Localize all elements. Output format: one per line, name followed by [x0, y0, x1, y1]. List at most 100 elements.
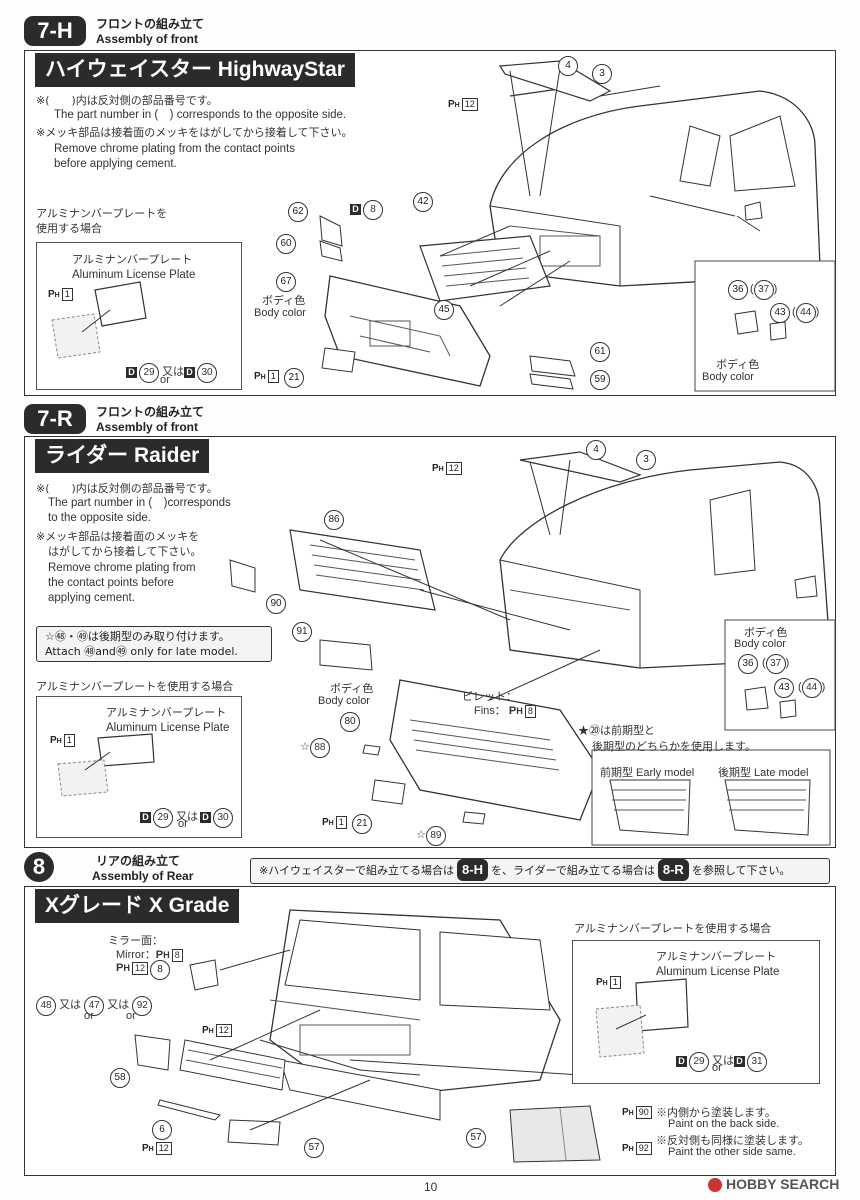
body-color-en-7h: Body color — [254, 307, 306, 319]
other-note-jp: ※反対側も同様に塗装します。 — [656, 1135, 809, 1147]
r-note-chrome-en-b: the contact points before — [48, 577, 174, 589]
part-57-window: 57 — [466, 1128, 486, 1148]
part-36-7r: 36 — [738, 654, 758, 674]
part-86-7r: 86 — [324, 510, 344, 530]
r-note-chrome-jp-b: はがしてから接着して下さい。 — [48, 545, 202, 558]
license-heading-jp2: 使用する場合 — [36, 222, 102, 235]
parts-48-47-92: 48 又は 47 又は 92 — [36, 996, 153, 1016]
step-badge-7r: 7-R — [24, 404, 86, 434]
r-mirror-color-en: Body color — [734, 638, 786, 650]
mirror-jp: ミラー面： — [108, 935, 163, 947]
mirror-body-color-en-7h: Body color — [702, 371, 754, 383]
notice-text-b: を、ライダーで組み立てる場合は — [490, 864, 655, 877]
or-en-2-rear: or — [126, 1010, 136, 1022]
plate-label-jp-7r: アルミナンバープレート — [106, 706, 227, 719]
early-late-note-b: 後期型のどちらかを使用します。 — [592, 741, 756, 753]
other-note-en: Paint the other side same. — [668, 1146, 796, 1158]
model-label-xgrade: Xグレード X Grade — [35, 889, 240, 923]
part-57-rear: 57 — [304, 1138, 324, 1158]
note-chrome-en-b: before applying cement. — [54, 158, 177, 170]
late-model-label: 後期型 Late model — [718, 767, 809, 779]
part-61-7h: 61 — [590, 342, 610, 362]
part-90-7r: 90 — [266, 594, 286, 614]
r-note-opposite-en-b: to the opposite side. — [48, 512, 151, 524]
part-59-7h: 59 — [590, 370, 610, 390]
body-color-jp-7h: ボディ色 — [262, 295, 306, 307]
part-60-7h: 60 — [276, 234, 296, 254]
part-91-7r: 91 — [292, 622, 312, 642]
step-title-en-7h: Assembly of front — [96, 32, 199, 46]
note-chrome-en-a: Remove chrome plating from the contact p… — [54, 143, 295, 155]
early-late-note-a: ★⑳は前期型と — [578, 725, 655, 737]
part-3-7r: 3 — [636, 450, 656, 470]
step-title-en-7r: Assembly of front — [96, 420, 199, 434]
step-title-jp-7r: フロントの組み立て — [96, 405, 205, 419]
mirror-body-color-jp-7h: ボディ色 — [716, 359, 760, 371]
plate-or-en-7h: or — [160, 374, 170, 386]
plate-or-en-7r: or — [178, 818, 188, 830]
page-number: 10 — [424, 1180, 438, 1194]
part-43-7r: 43 — [774, 678, 794, 698]
part-6-rear: 6 — [152, 1120, 172, 1140]
paint-note-en: Paint on the back side. — [668, 1118, 780, 1130]
part-42-7h: 42 — [413, 192, 433, 212]
part-89-7r: ☆89 — [416, 826, 446, 846]
plate-label-en-7h: Aluminum License Plate — [72, 269, 196, 281]
paint-note-jp: ※内側から塗装します。 — [656, 1107, 776, 1119]
part-44-7r: (44) — [798, 678, 825, 698]
part-8-rear: 8 — [150, 960, 170, 980]
part-21-7r: 21 — [352, 814, 372, 834]
part-45-7h: 45 — [434, 300, 454, 320]
plate-label-jp-rear: アルミナンバープレート — [656, 950, 777, 963]
part-3-7h: 3 — [592, 64, 612, 84]
r-note-chrome-en-a: Remove chrome plating from — [48, 562, 196, 574]
fins-jp: ビレット： — [462, 691, 517, 703]
part-36-7h: 36 — [728, 280, 748, 300]
r-note-opposite-en-a: The part number in ( )corresponds — [48, 497, 231, 509]
license-plate-drawing-rear — [595, 978, 689, 1058]
part-4-7h: 4 — [558, 56, 578, 76]
part-37-7r: (37) — [762, 654, 789, 674]
late-model-note-jp: ☆㊽・㊾は後期型のみ取り付けます。 — [45, 630, 230, 643]
notice-text-a: ※ハイウェイスターで組み立てる場合は — [259, 864, 455, 877]
license-heading-jp: アルミナンバープレートを — [36, 207, 168, 220]
step-title-jp-8: リアの組み立て — [96, 854, 181, 868]
late-model-note: ☆㊽・㊾は後期型のみ取り付けます。 Attach ㊽and㊾ only for … — [36, 626, 272, 662]
step-badge-8: 8 — [24, 852, 54, 882]
note-opposite-en: The part number in ( ) corresponds to th… — [54, 109, 347, 121]
raider-front-drawing — [229, 451, 836, 846]
r-body-color-jp: ボディ色 — [330, 683, 374, 695]
r-mirror-color-jp: ボディ色 — [744, 627, 788, 639]
r-body-color-en: Body color — [318, 695, 370, 707]
window-57-drawing — [509, 1105, 601, 1163]
highwaystar-front-drawing — [319, 60, 836, 392]
part-58-rear: 58 — [110, 1068, 130, 1088]
r-note-opposite-jp: ※( )内は反対側の部品番号です。 — [36, 482, 218, 495]
part-62-7h: 62 — [288, 202, 308, 222]
part-67-7h: 67 — [276, 272, 296, 292]
note-opposite-jp: ※( )内は反対側の部品番号です。 — [36, 94, 218, 107]
r-license-heading: アルミナンバープレートを使用する場合 — [36, 680, 234, 693]
plate-label-en-rear: Aluminum License Plate — [656, 966, 780, 978]
part-4-7r: 4 — [586, 440, 606, 460]
plate-label-en-7r: Aluminum License Plate — [106, 722, 230, 734]
part-80-7r: 80 — [340, 712, 360, 732]
